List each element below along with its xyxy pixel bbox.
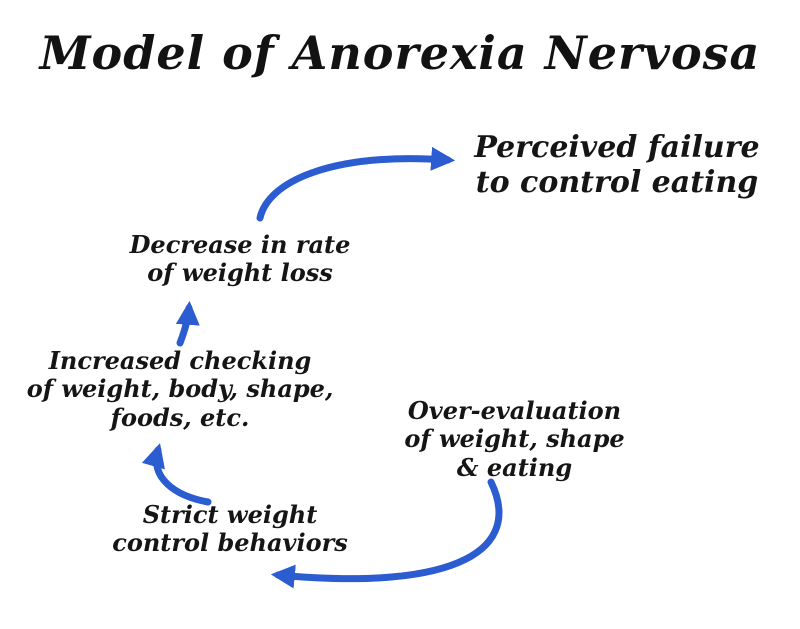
node-over-evaluation: Over-evaluation of weight, shape & eatin… [404,396,625,482]
node-increased-checking: Increased checking of weight, body, shap… [26,346,334,432]
node-perceived-failure: Perceived failure to control eating [474,130,760,201]
node-strict-weight-control: Strict weight control behaviors [112,500,348,558]
diagram-title: Model of Anorexia Nervosa [39,26,761,80]
node-decrease-in-rate: Decrease in rate of weight loss [129,230,351,288]
arrow-checking-to-decrease [175,300,200,347]
arrow-decrease-to-perceived [256,146,456,222]
arrow-strict-to-checking [141,443,212,506]
